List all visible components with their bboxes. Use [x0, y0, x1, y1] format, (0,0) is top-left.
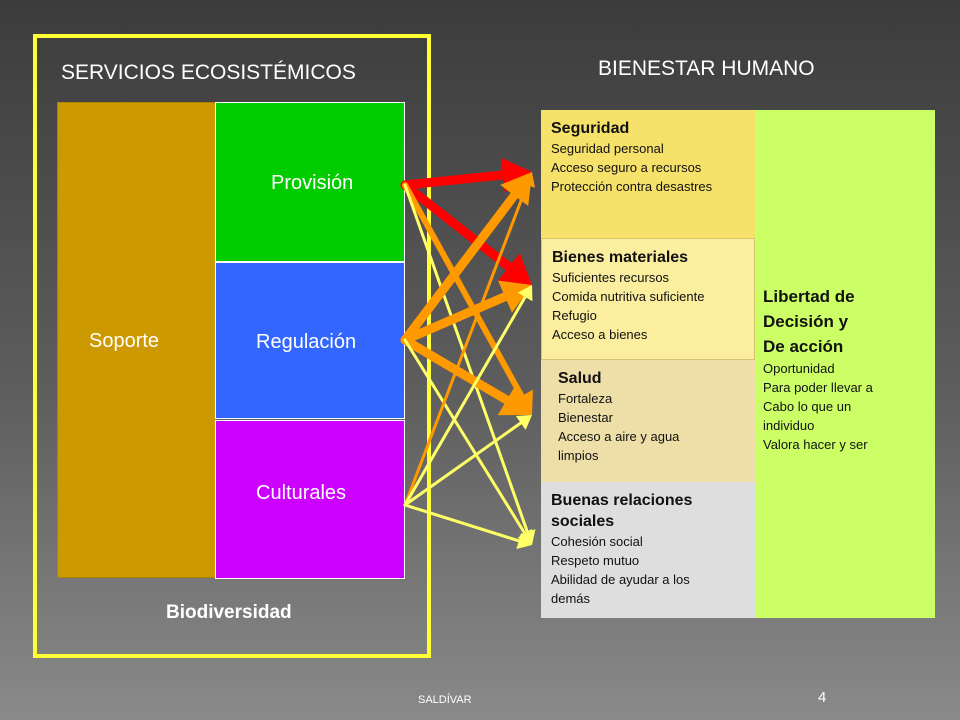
security-box: Seguridad Seguridad personal Acceso segu…	[541, 110, 755, 240]
link-arrowhead-provision-material	[498, 253, 532, 285]
material-goods-item: Refugio	[552, 308, 597, 323]
ecosystem-services-title: SERVICIOS ECOSISTÉMICOS	[61, 61, 356, 84]
health-item: Fortaleza	[558, 391, 613, 406]
link-arrowhead-regulation-material	[498, 280, 532, 313]
material-goods-title: Bienes materiales	[552, 249, 689, 266]
link-provision-health	[402, 182, 525, 400]
security-item: Acceso seguro a recursos	[551, 160, 702, 175]
link-arrowhead-cultural-health	[515, 415, 532, 430]
social-relations-item: Cohesión social	[551, 534, 643, 549]
link-arrowhead-cultural-material	[517, 285, 533, 302]
regulation-label: Regulación	[256, 331, 357, 353]
social-relations-title: Buenas relaciones	[551, 492, 693, 509]
health-item: limpios	[558, 448, 599, 463]
freedom-title: De acción	[763, 337, 844, 356]
freedom-title: Libertad de	[763, 287, 855, 306]
cultural-label: Culturales	[256, 482, 347, 504]
security-item: Seguridad personal	[551, 141, 664, 156]
link-provision-material	[400, 180, 514, 272]
link-regulation-social	[403, 338, 527, 535]
health-box: Salud Fortaleza Bienestar Acceso a aire …	[541, 360, 755, 482]
freedom-item: Oportunidad	[763, 361, 835, 376]
link-arrowhead-regulation-health	[497, 384, 532, 416]
material-goods-item: Suficientes recursos	[552, 270, 670, 285]
link-cultural-health	[403, 421, 523, 507]
biodiversity-label: Biodiversidad	[166, 602, 292, 623]
social-relations-title: sociales	[551, 513, 615, 530]
freedom-item: Para poder llevar a	[763, 380, 873, 395]
support-box	[57, 102, 216, 578]
provision-box	[215, 102, 405, 262]
link-regulation-material	[400, 292, 510, 345]
link-cultural-social	[403, 503, 521, 543]
page-number: 4	[818, 689, 827, 706]
material-goods-box: Bienes materiales Suficientes recursos C…	[541, 238, 755, 360]
link-cultural-security	[403, 183, 529, 507]
security-item: Protección contra desastres	[551, 179, 713, 194]
support-label: Soporte	[89, 330, 160, 352]
security-title: Seguridad	[551, 120, 630, 137]
social-relations-box: Buenas relaciones sociales Cohesión soci…	[541, 482, 755, 618]
provision-label: Provisión	[271, 172, 354, 194]
social-relations-item: demás	[551, 591, 591, 606]
social-relations-item: Abilidad de ayudar a los	[551, 572, 690, 587]
link-cultural-material	[403, 295, 527, 507]
regulation-box	[215, 262, 405, 419]
health-title: Salud	[558, 370, 602, 387]
link-arrowhead-cultural-social	[516, 532, 532, 549]
health-item: Acceso a aire y agua	[558, 429, 680, 444]
freedom-item: individuo	[763, 418, 815, 433]
human-wellbeing-title: BIENESTAR HUMANO	[598, 57, 815, 80]
freedom-item: Valora hacer y ser	[763, 437, 868, 452]
material-goods-item: Comida nutritiva suficiente	[552, 289, 705, 304]
freedom-box: Libertad de Decisión y De acción Oportun…	[755, 110, 935, 618]
material-goods-item: Acceso a bienes	[552, 327, 648, 342]
link-arrowhead-cultural-security	[519, 172, 536, 188]
social-relations-item: Respeto mutuo	[551, 553, 640, 568]
health-item: Bienestar	[558, 410, 613, 425]
freedom-title: Decisión y	[763, 312, 849, 331]
link-provision-social	[403, 183, 529, 534]
ecosystem-services-frame	[33, 34, 431, 658]
freedom-item: Cabo lo que un	[763, 399, 852, 414]
link-provision-security	[400, 170, 508, 190]
footer-author: SALDÍVAR	[418, 694, 472, 706]
link-regulation-security	[400, 190, 519, 345]
cultural-box	[215, 420, 405, 579]
